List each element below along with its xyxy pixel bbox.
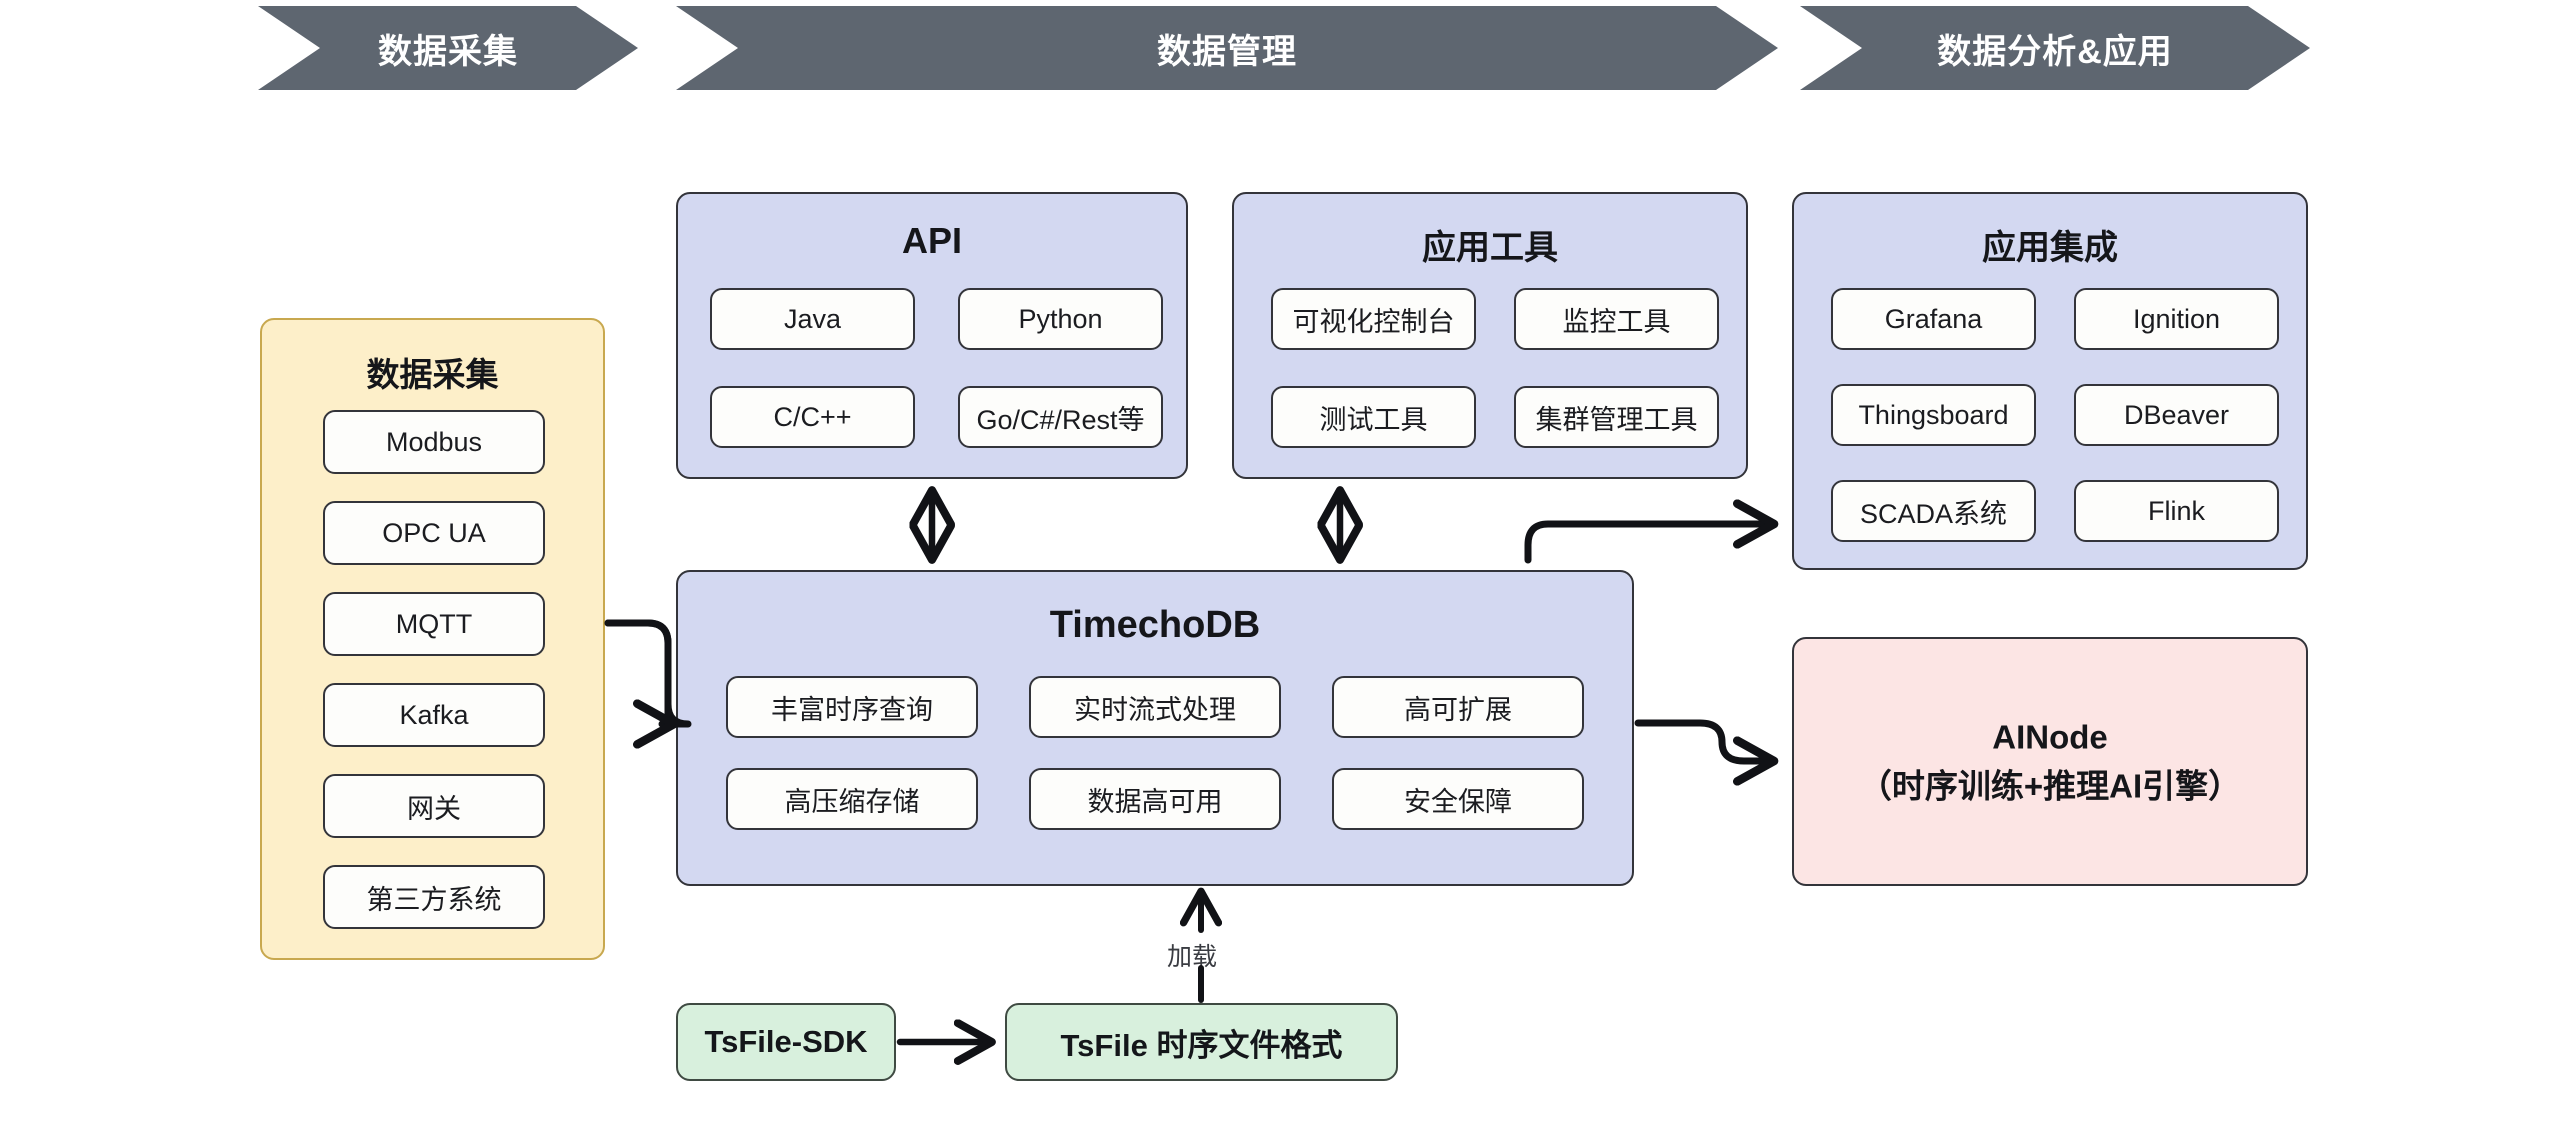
ainode-subtitle: （时序训练+推理AI引擎） bbox=[1858, 767, 2242, 805]
chip-high-compression-storage[interactable]: 高压缩存储 bbox=[726, 768, 978, 830]
chip-high-scalability[interactable]: 高可扩展 bbox=[1332, 676, 1584, 738]
banner-data-analysis: 数据分析&应用 bbox=[1800, 6, 2310, 90]
chip-dbeaver[interactable]: DBeaver bbox=[2074, 384, 2279, 446]
edge-label-load: 加载 bbox=[1167, 943, 1218, 971]
panel-data-collection: 数据采集 Modbus OPC UA MQTT Kafka 网关 第三方系统 bbox=[260, 318, 605, 960]
chip-monitoring-tool[interactable]: 监控工具 bbox=[1514, 288, 1719, 350]
chip-go-csharp-rest[interactable]: Go/C#/Rest等 bbox=[958, 386, 1163, 448]
chip-realtime-stream-processing[interactable]: 实时流式处理 bbox=[1029, 676, 1281, 738]
banner-label: 数据分析&应用 bbox=[1937, 32, 2173, 71]
chip-c-cpp[interactable]: C/C++ bbox=[710, 386, 915, 448]
chip-python[interactable]: Python bbox=[958, 288, 1163, 350]
banner-data-management: 数据管理 bbox=[676, 6, 1778, 90]
chip-visual-console[interactable]: 可视化控制台 bbox=[1271, 288, 1476, 350]
panel-title-data-collection: 数据采集 bbox=[366, 356, 499, 393]
ainode-title: AINode bbox=[1992, 718, 2108, 755]
box-tsfile-format[interactable]: TsFile 时序文件格式 bbox=[1005, 1003, 1398, 1081]
panel-api: API Java Python C/C++ Go/C#/Rest等 bbox=[676, 192, 1188, 479]
chip-grafana[interactable]: Grafana bbox=[1831, 288, 2036, 350]
chip-test-tool[interactable]: 测试工具 bbox=[1271, 386, 1476, 448]
chip-security-assurance[interactable]: 安全保障 bbox=[1332, 768, 1584, 830]
chip-rich-timeseries-query[interactable]: 丰富时序查询 bbox=[726, 676, 978, 738]
panel-ainode: AINode （时序训练+推理AI引擎） bbox=[1792, 637, 2308, 886]
banner-label: 数据采集 bbox=[378, 32, 518, 71]
chip-java[interactable]: Java bbox=[710, 288, 915, 350]
connector-timechodb-to-integration bbox=[1524, 524, 1772, 564]
chip-thingsboard[interactable]: Thingsboard bbox=[1831, 384, 2036, 446]
box-tsfile-sdk[interactable]: TsFile-SDK bbox=[676, 1003, 896, 1081]
panel-application-integration: 应用集成 Grafana Ignition Thingsboard DBeave… bbox=[1792, 192, 2308, 570]
chip-mqtt[interactable]: MQTT bbox=[323, 592, 545, 656]
chip-data-high-availability[interactable]: 数据高可用 bbox=[1029, 768, 1281, 830]
ainode-text: AINode （时序训练+推理AI引擎） bbox=[1794, 712, 2306, 811]
chip-opc-ua[interactable]: OPC UA bbox=[323, 501, 545, 565]
chip-cluster-management-tool[interactable]: 集群管理工具 bbox=[1514, 386, 1719, 448]
banner-label: 数据管理 bbox=[1157, 32, 1297, 71]
panel-timechodb: TimechoDB 丰富时序查询 实时流式处理 高可扩展 高压缩存储 数据高可用… bbox=[676, 570, 1634, 886]
chip-gateway[interactable]: 网关 bbox=[323, 774, 545, 838]
panel-application-tools: 应用工具 可视化控制台 监控工具 测试工具 集群管理工具 bbox=[1232, 192, 1748, 479]
chip-scada-system[interactable]: SCADA系统 bbox=[1831, 480, 2036, 542]
chip-modbus[interactable]: Modbus bbox=[323, 410, 545, 474]
connector-timechodb-to-ainode bbox=[1634, 719, 1772, 761]
chip-kafka[interactable]: Kafka bbox=[323, 683, 545, 747]
chip-flink[interactable]: Flink bbox=[2074, 480, 2279, 542]
panel-title-application-integration: 应用集成 bbox=[1982, 229, 2118, 267]
panel-title-api: API bbox=[901, 220, 962, 261]
banner-data-collection: 数据采集 bbox=[258, 6, 638, 90]
chip-ignition[interactable]: Ignition bbox=[2074, 288, 2279, 350]
chip-third-party-system[interactable]: 第三方系统 bbox=[323, 865, 545, 929]
panel-title-application-tools: 应用工具 bbox=[1422, 229, 1558, 267]
panel-title-timechodb: TimechoDB bbox=[1049, 604, 1261, 646]
